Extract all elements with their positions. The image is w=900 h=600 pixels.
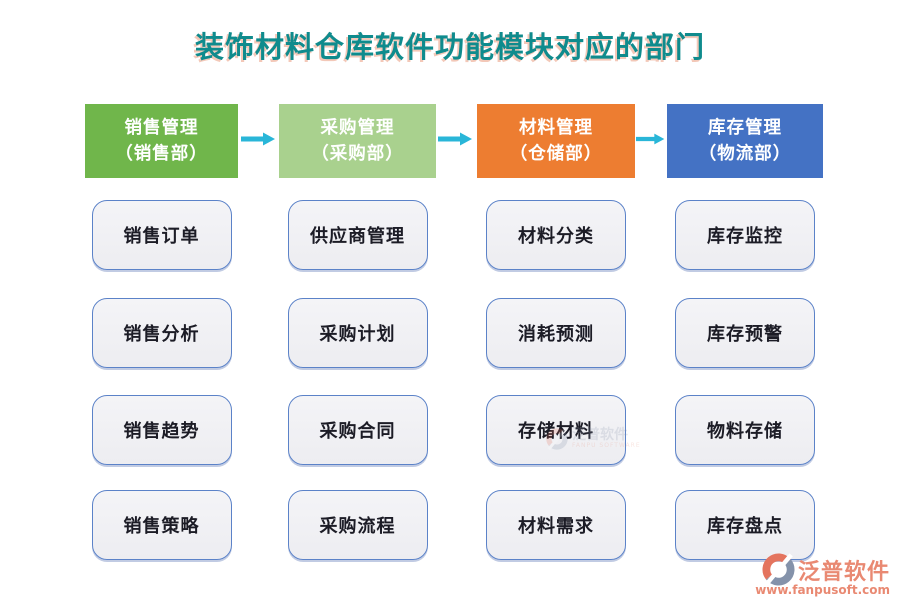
arrow-right-icon xyxy=(636,131,666,147)
page-title: 装饰材料仓库软件功能模块对应的部门 xyxy=(194,30,705,64)
brand-url: www.fanpusoft.com xyxy=(755,583,890,597)
box-inventory-monitor: 库存监控 xyxy=(675,200,815,270)
header-procurement-title: 采购管理 xyxy=(320,118,395,138)
box-consumption-forecast: 消耗预测 xyxy=(486,298,626,368)
header-sales: 销售管理 （销售部） xyxy=(85,104,238,178)
arrow-right-icon xyxy=(438,131,474,147)
column-inventory: 库存管理 （物流部） 库存监控 库存预警 物料存储 库存盘点 xyxy=(667,104,823,564)
header-procurement-dept: （采购部） xyxy=(311,144,404,164)
header-sales-title: 销售管理 xyxy=(124,118,199,138)
arrow-right-icon xyxy=(241,131,277,147)
box-sales-strategy: 销售策略 xyxy=(91,490,232,560)
header-inventory-title: 库存管理 xyxy=(708,118,782,138)
box-goods-storage: 物料存储 xyxy=(675,395,815,465)
box-stock-taking: 库存盘点 xyxy=(675,490,815,560)
box-sales-orders: 销售订单 xyxy=(91,200,232,270)
column-sales: 销售管理 （销售部） 销售订单 销售分析 销售趋势 销售策略 xyxy=(85,104,238,564)
header-procurement: 采购管理 （采购部） xyxy=(279,104,436,178)
arrow-shape xyxy=(438,132,472,146)
column-procurement: 采购管理 （采购部） 供应商管理 采购计划 采购合同 采购流程 xyxy=(279,104,436,564)
header-inventory-dept: （物流部） xyxy=(698,144,792,164)
box-material-demand: 材料需求 xyxy=(486,490,626,560)
arrow-shape xyxy=(241,132,275,146)
box-purchase-contract: 采购合同 xyxy=(287,395,428,465)
box-sales-trend: 销售趋势 xyxy=(91,395,232,465)
fanpu-logo-icon xyxy=(762,553,795,586)
box-sales-analysis: 销售分析 xyxy=(91,298,232,368)
header-materials: 材料管理 （仓储部） xyxy=(477,104,635,178)
box-purchase-plan: 采购计划 xyxy=(287,298,428,368)
box-supplier-mgmt: 供应商管理 xyxy=(287,200,428,270)
arrow-shape xyxy=(636,133,665,145)
box-purchase-process: 采购流程 xyxy=(287,490,428,560)
header-sales-dept: （销售部） xyxy=(115,144,208,164)
column-materials: 材料管理 （仓储部） 材料分类 消耗预测 存储材料 材料需求 xyxy=(477,104,635,564)
box-inventory-warning: 库存预警 xyxy=(675,298,815,368)
box-material-category: 材料分类 xyxy=(486,200,626,270)
brand-name: 泛普软件 xyxy=(797,559,890,585)
header-materials-dept: （仓储部） xyxy=(509,144,603,164)
box-material-storage: 存储材料 xyxy=(486,395,626,465)
header-inventory: 库存管理 （物流部） xyxy=(667,104,823,178)
header-materials-title: 材料管理 xyxy=(519,118,593,138)
footer-brand: 泛普软件 www.fanpusoft.com xyxy=(755,553,890,597)
